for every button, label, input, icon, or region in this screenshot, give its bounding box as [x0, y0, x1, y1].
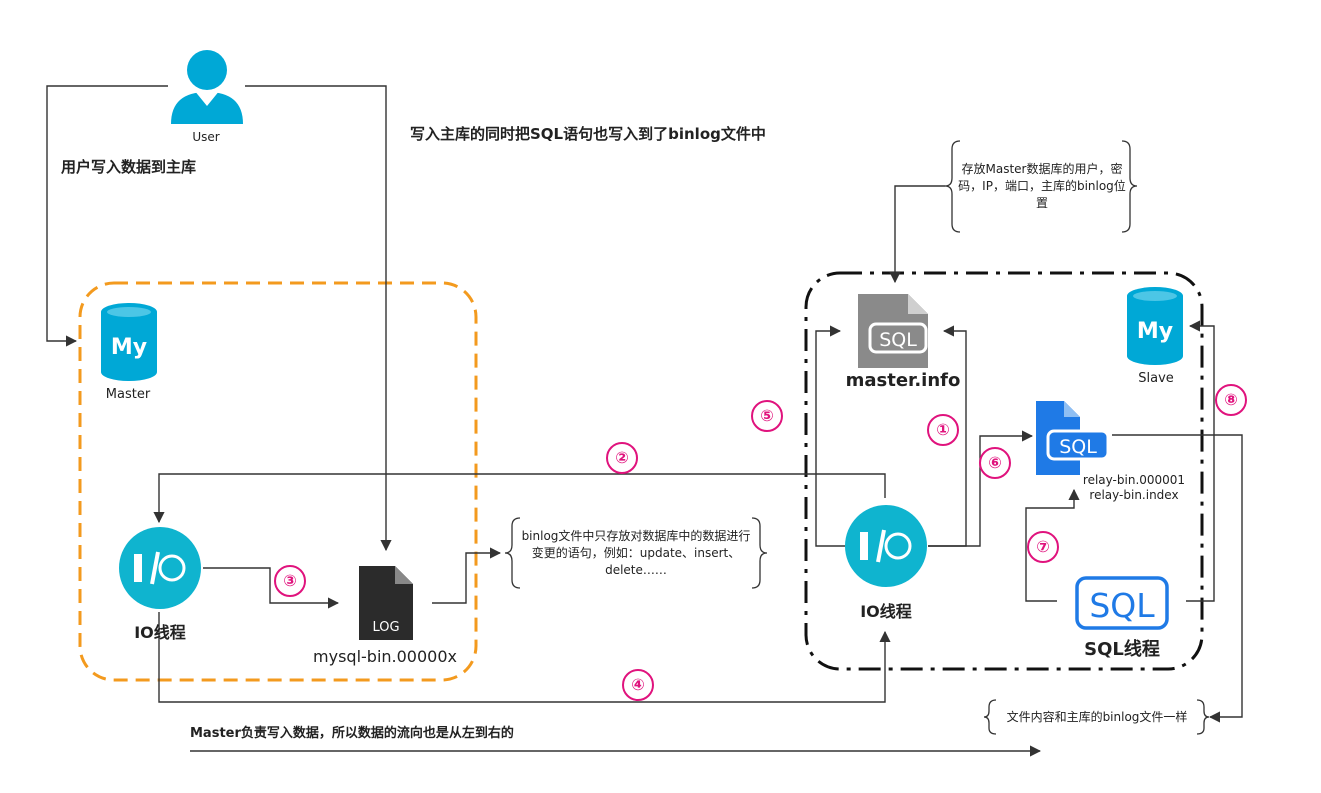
- slave-region: [804, 271, 1204, 671]
- info-note-brace-right: [1121, 140, 1138, 233]
- step-6-badge: ⑥: [979, 447, 1011, 479]
- relay-file-icon: SQL: [1034, 401, 1110, 475]
- write-binlog-text: 写入主库的同时把SQL语句也写入到了binlog文件中: [410, 125, 766, 143]
- step-1-badge: ①: [927, 414, 959, 446]
- master-flow-text: Master负责写入数据，所以数据的流向也是从左到右的: [190, 726, 514, 741]
- step-3-badge: ③: [274, 565, 306, 597]
- relay-file-1: relay-bin.000001: [1082, 473, 1186, 487]
- log-file-name: mysql-bin.00000x: [313, 647, 457, 666]
- relay-file-2: relay-bin.index: [1089, 488, 1179, 502]
- master-info-icon-text: SQL: [879, 329, 917, 351]
- step-2-badge: ②: [606, 442, 638, 474]
- user-write-text: 用户写入数据到主库: [61, 158, 197, 176]
- slave-db-icon: My: [1125, 286, 1185, 366]
- master-db-label: Master: [105, 387, 151, 402]
- sql-thread-icon: SQL: [1075, 576, 1169, 630]
- log-icon-text: LOG: [372, 620, 399, 635]
- master-io-icon: [118, 526, 202, 610]
- slave-io-label: IO线程: [860, 602, 912, 621]
- master-db-icon: My: [99, 302, 159, 382]
- info-note-brace-left: [944, 140, 961, 233]
- step-7-badge: ⑦: [1027, 531, 1059, 563]
- master-info-label: master.info: [845, 370, 961, 391]
- master-region: [78, 281, 478, 682]
- master-io-label: IO线程: [134, 623, 186, 642]
- relay-note: 文件内容和主库的binlog文件一样: [1006, 710, 1188, 724]
- log-file-icon: LOG: [359, 566, 413, 640]
- step-8-badge: ⑧: [1215, 384, 1247, 416]
- user-icon: [168, 48, 246, 126]
- master-info-note: 存放Master数据库的用户，密码，IP，端口，主库的binlog位置: [958, 162, 1126, 210]
- slave-io-icon: [844, 504, 928, 588]
- relay-icon-text: SQL: [1059, 436, 1097, 458]
- slave-db-label: Slave: [1138, 371, 1174, 386]
- user-label: User: [192, 130, 220, 144]
- master-db-icon-text: My: [111, 335, 147, 360]
- binlog-note-brace-right: [751, 517, 768, 589]
- binlog-note-brace-left: [504, 517, 521, 589]
- binlog-note: binlog文件中只存放对数据库中的数据进行变更的语句，例如：update、in…: [521, 529, 751, 577]
- step-5-badge: ⑤: [751, 400, 783, 432]
- master-info-icon: SQL: [856, 294, 930, 368]
- step-4-badge: ④: [622, 669, 654, 701]
- slave-db-icon-text: My: [1137, 319, 1173, 344]
- sql-thread-icon-text: SQL: [1089, 586, 1155, 625]
- relay-note-brace-left: [983, 699, 997, 735]
- relay-note-brace-right: [1196, 699, 1210, 735]
- relay-files: relay-bin.000001 relay-bin.index: [1074, 473, 1194, 503]
- sql-thread-label: SQL线程: [1084, 639, 1160, 660]
